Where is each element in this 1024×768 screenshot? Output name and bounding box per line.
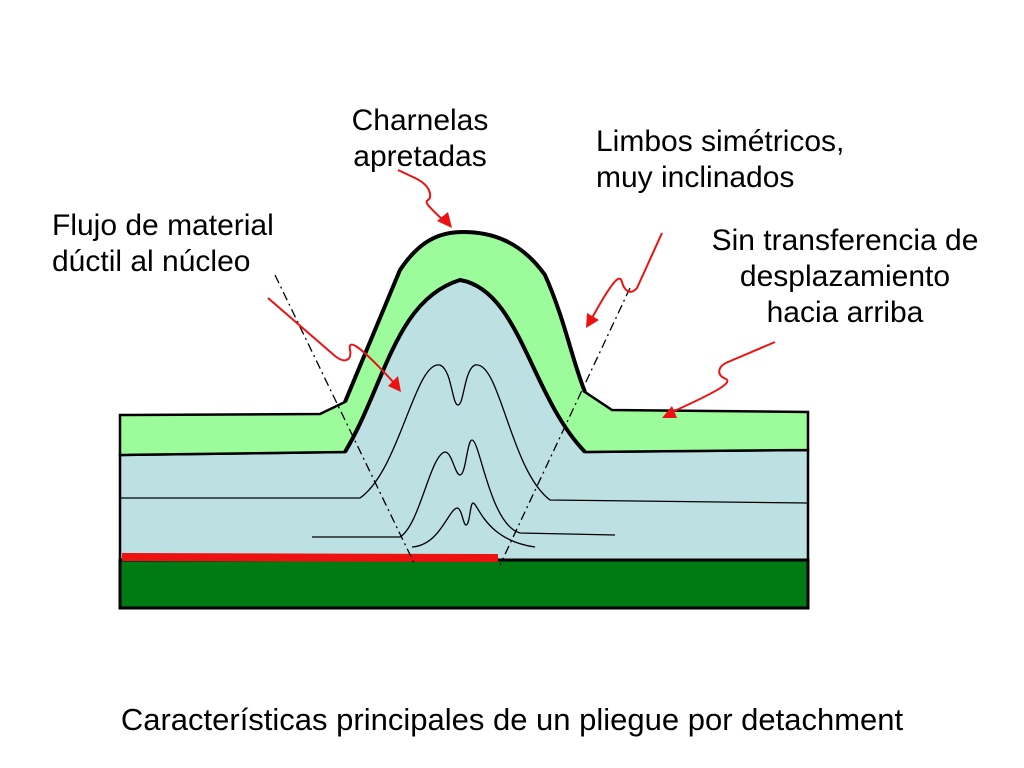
arrow-limbos xyxy=(586,232,663,328)
label-sin-line-2: desplazamiento xyxy=(739,260,951,293)
arrow-sin-transferencia xyxy=(662,341,776,418)
label-limbos-line-1: Limbos simétricos, xyxy=(596,125,845,158)
diagram-caption: Características principales de un pliegu… xyxy=(120,702,904,737)
fold-outer-outline xyxy=(343,229,587,403)
detachment-surface xyxy=(121,553,499,562)
fold-core-outline xyxy=(343,277,587,454)
axial-line-right xyxy=(499,287,631,566)
arrow-flujo xyxy=(267,297,401,392)
label-limbos-line-2: muy inclinados xyxy=(596,161,795,194)
label-sin-transferencia: Sin transferencia de desplazamiento haci… xyxy=(680,223,1010,331)
arrow-charnelas xyxy=(397,169,452,228)
label-charnelas-apretadas: Charnelas apretadas xyxy=(300,103,540,175)
internal-line-upper xyxy=(120,364,809,504)
label-charnelas-line-1: Charnelas xyxy=(351,104,489,137)
label-sin-line-1: Sin transferencia de xyxy=(711,224,979,257)
basement-layer xyxy=(118,558,810,610)
label-flujo-line-1: Flujo de material xyxy=(52,209,274,242)
internal-line-lower xyxy=(411,502,536,548)
label-flujo-line-2: dúctil al núcleo xyxy=(52,245,251,278)
axial-line-left xyxy=(274,274,416,566)
label-flujo-material: Flujo de material dúctil al núcleo xyxy=(52,208,274,280)
label-limbos-simetricos: Limbos simétricos, muy inclinados xyxy=(596,124,844,196)
label-sin-line-3: hacia arriba xyxy=(766,296,924,329)
label-charnelas-line-2: apretadas xyxy=(353,140,487,173)
internal-line-middle xyxy=(312,439,616,538)
